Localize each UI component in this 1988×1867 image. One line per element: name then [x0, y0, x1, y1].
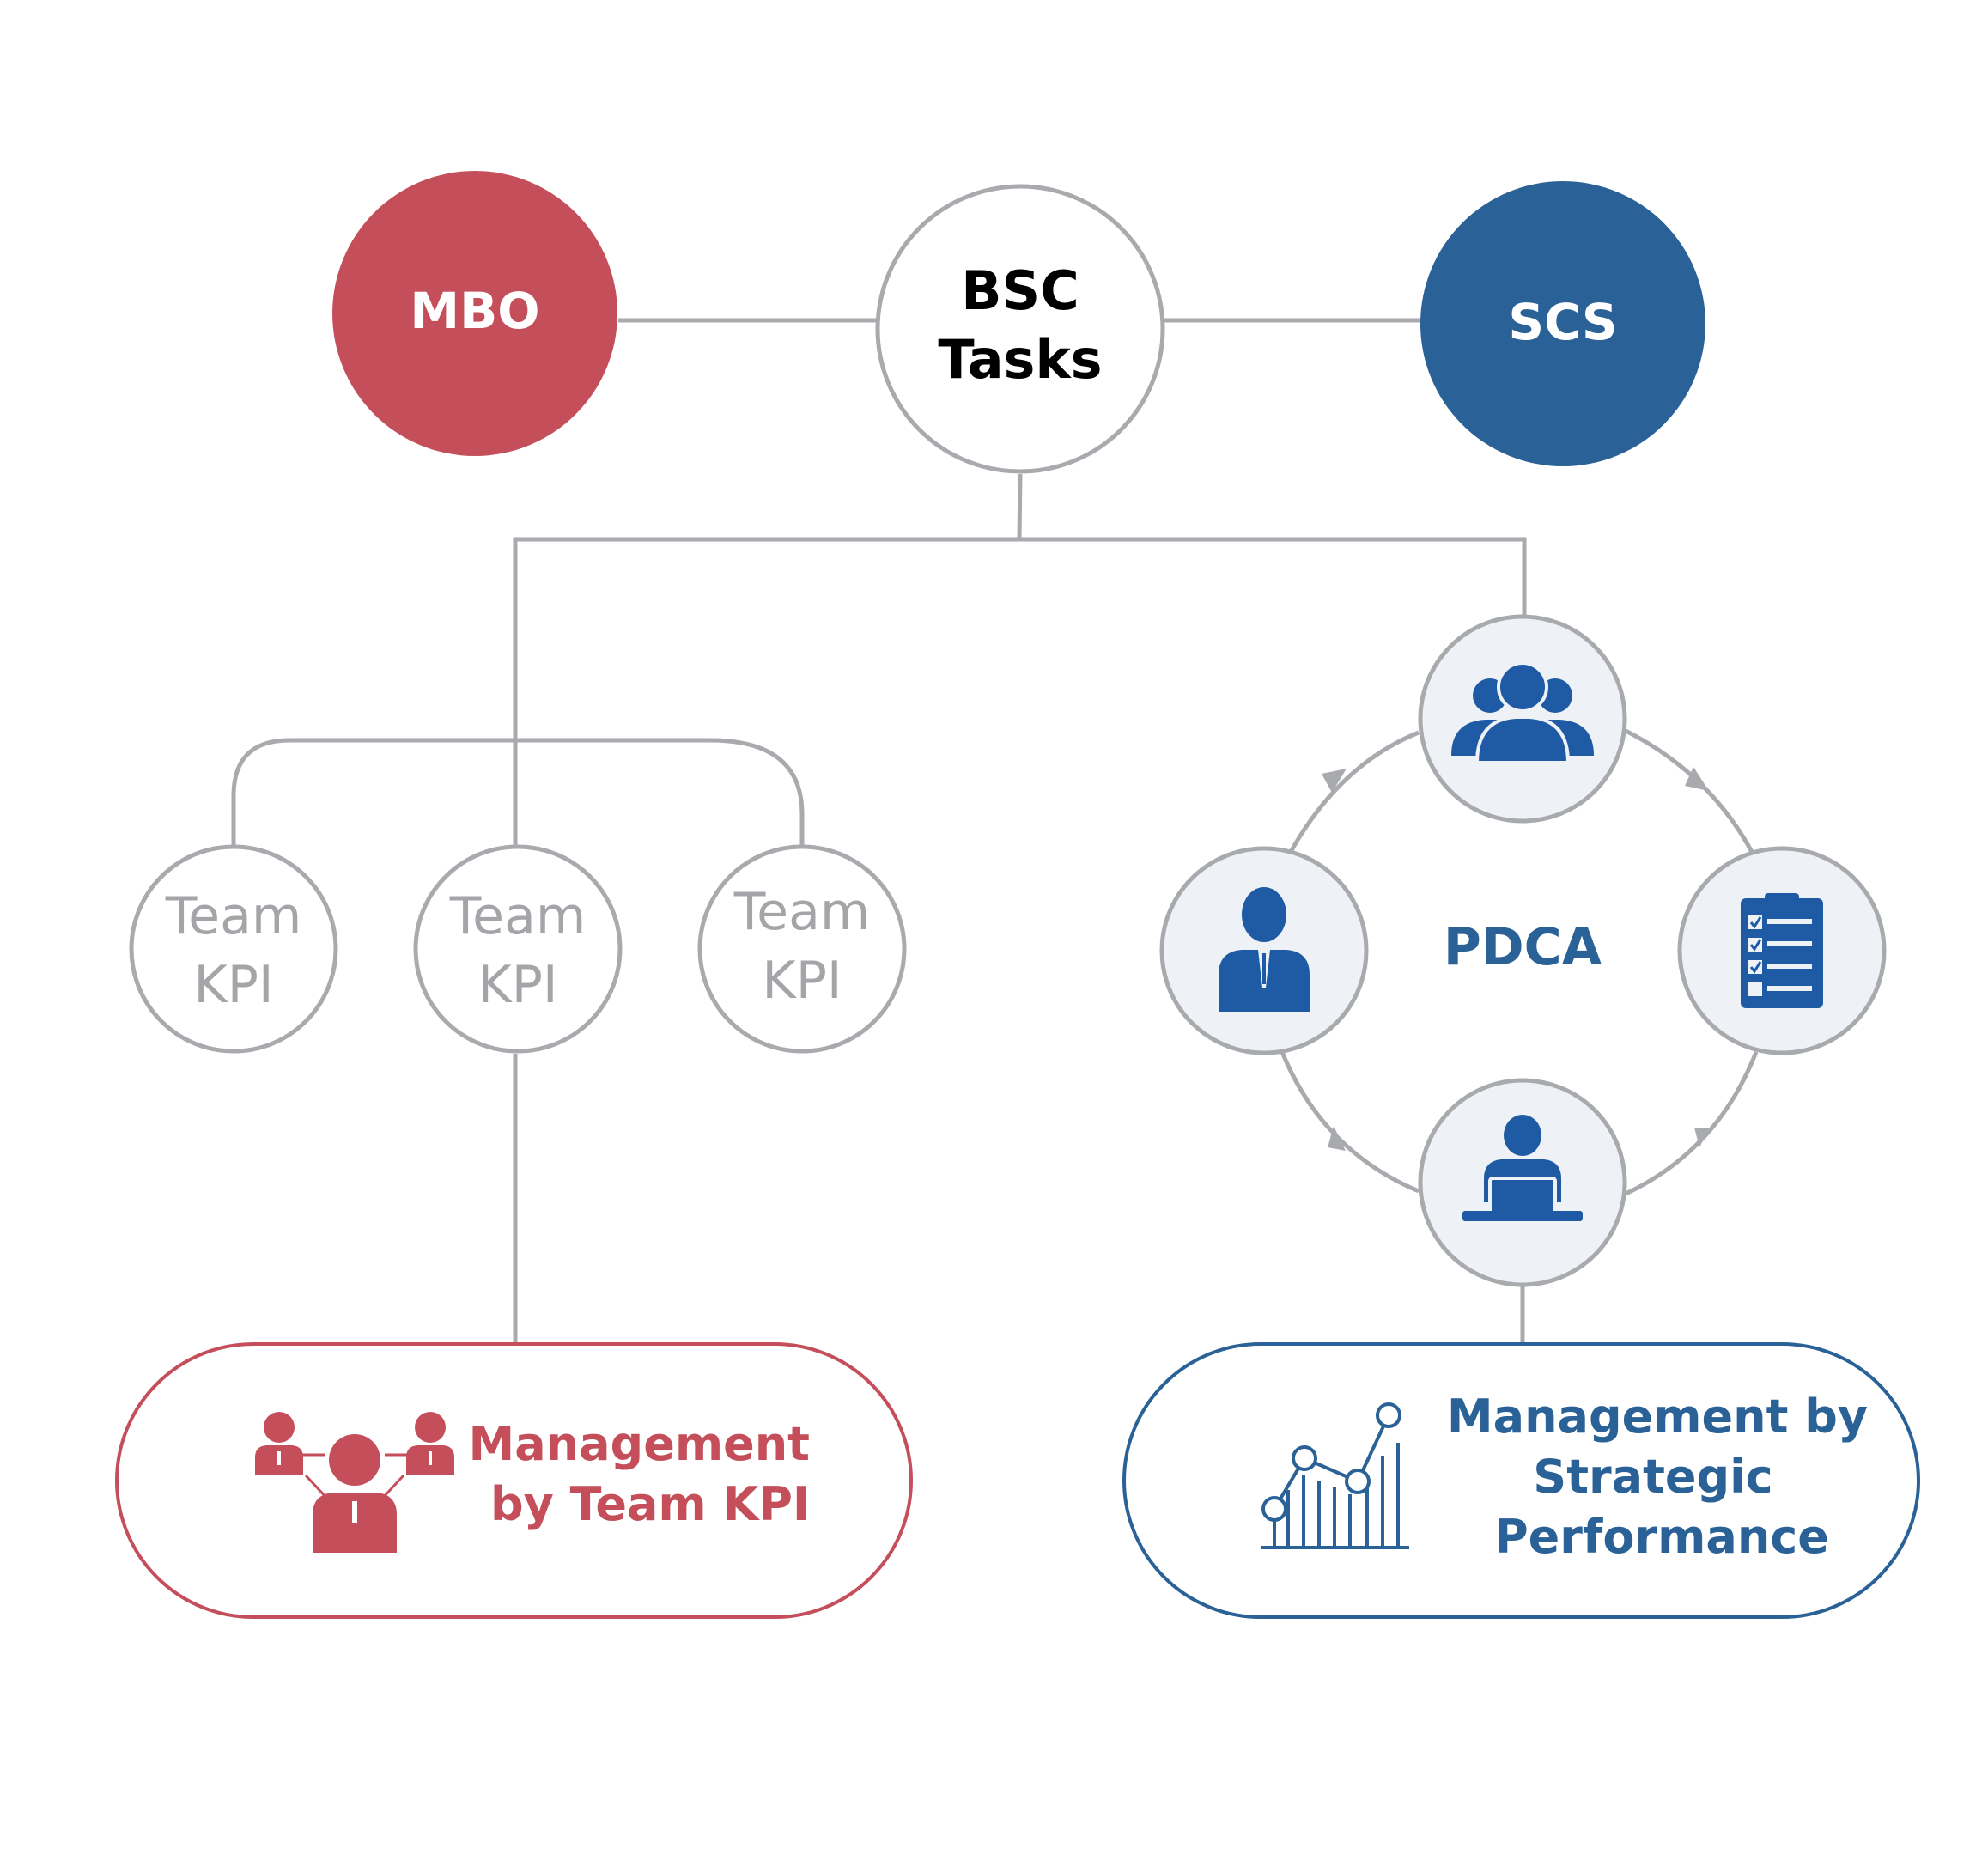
team-kpi-line2: KPI	[762, 951, 842, 1011]
bsc-tasks-node[interactable]: BSC Tasks	[875, 184, 1165, 474]
checklist-icon	[1741, 893, 1823, 1008]
pdca-arc-bottom-left	[1280, 1051, 1420, 1194]
team-kpi-node[interactable]: Team KPI	[129, 844, 338, 1054]
scs-node[interactable]: SCS	[1420, 181, 1705, 466]
strategic-outcome-line3: Performance	[1494, 1510, 1829, 1564]
mbo-label: MBO	[410, 282, 539, 340]
team-kpi-line1: Team	[165, 886, 302, 946]
team-icon	[1451, 661, 1594, 764]
team-kpi-line1: Team	[733, 882, 871, 942]
strategic-outcome[interactable]: Management by Strategic Performance	[1122, 1342, 1920, 1619]
pdca-node-laptop-worker[interactable]	[1418, 1078, 1627, 1287]
pdca-arc-top-right	[1624, 728, 1754, 854]
arrow-head-top-left	[1322, 769, 1347, 793]
pdca-arc-top-left	[1288, 730, 1420, 854]
bsc-branch-connector	[513, 473, 1023, 846]
pdca-arc-bottom-right	[1624, 1051, 1759, 1196]
team-outcome-line2: by Team KPI	[490, 1477, 810, 1531]
arrow-head-bottom-left	[1328, 1126, 1346, 1151]
arrow-head-bottom-right	[1694, 1128, 1710, 1147]
connectors	[231, 318, 1527, 1344]
team-kpi-bracket	[231, 738, 805, 846]
team-kpi-line2: KPI	[477, 955, 557, 1015]
pdca-node-team[interactable]	[1418, 614, 1627, 824]
scs-label: SCS	[1508, 293, 1617, 351]
strategic-outcome-line1: Management by	[1447, 1390, 1868, 1444]
bsc-pdca-connector	[1019, 537, 1527, 618]
mbo-node[interactable]: MBO	[332, 171, 617, 456]
team-network-icon	[255, 1412, 454, 1553]
person-icon	[1219, 887, 1310, 1012]
bsc-label: BSC	[961, 259, 1079, 322]
pdca-node-person[interactable]	[1159, 846, 1369, 1055]
pdca-node-checklist[interactable]	[1677, 846, 1887, 1055]
tasks-label: Tasks	[938, 328, 1102, 391]
line-chart-icon	[1261, 1402, 1409, 1549]
pdca-label: PDCA	[1444, 917, 1602, 977]
team-kpi-line2: KPI	[193, 955, 273, 1015]
team-kpi-line1: Team	[449, 886, 587, 946]
strategic-outcome-line2: Strategic	[1533, 1450, 1772, 1504]
team-outcome-line1: Management	[469, 1417, 811, 1471]
arrow-head-top-right	[1685, 767, 1709, 791]
laptop-worker-icon	[1462, 1115, 1583, 1221]
team-kpi-node[interactable]: Team KPI	[413, 844, 623, 1054]
team-kpi-node[interactable]: Team KPI	[697, 844, 907, 1054]
pdca-arrows	[1322, 767, 1710, 1151]
team-kpi-outcome[interactable]: Management by Team KPI	[115, 1342, 913, 1619]
